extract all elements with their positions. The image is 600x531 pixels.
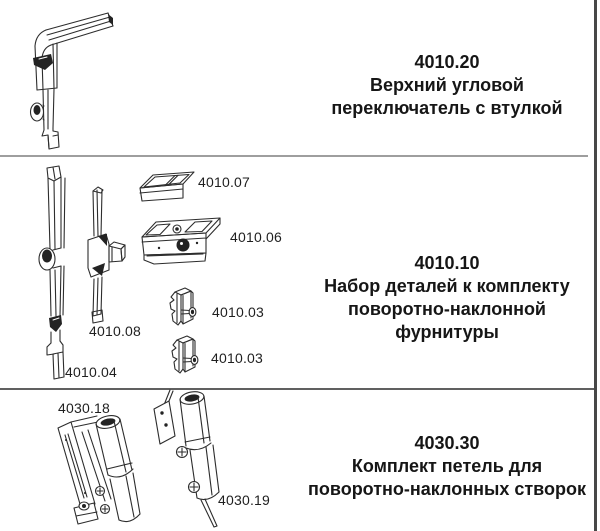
article-title-line: поворотно-наклонной фурнитуры (347, 299, 547, 342)
part-drawing-4010-08 (87, 186, 126, 324)
article-code: 4010.10 (414, 253, 480, 273)
section-divider (0, 388, 594, 390)
part-number-label: 4030.19 (218, 492, 271, 508)
article-title-line: Комплект петель для (351, 456, 543, 476)
article-code: 4010.20 (414, 52, 480, 72)
part-drawing-4010-06 (141, 217, 221, 265)
part-number-label: 4010.03 (211, 350, 264, 366)
article-title-line: Верхний угловой (370, 75, 524, 95)
part-drawing-4030-19 (153, 389, 220, 528)
part-drawing-4010-07 (139, 171, 195, 202)
article-title-line: Набор деталей к комплекту (324, 276, 570, 296)
part-drawing-4010-03 (171, 335, 199, 374)
article-title-line: переключатель с втулкой (331, 98, 563, 118)
article-code: 4030.30 (414, 433, 480, 453)
section-divider (0, 155, 588, 157)
article-title-line: поворотно-наклонных створок (308, 479, 586, 499)
part-drawing-4010-03 (169, 287, 197, 326)
part-number-label: 4010.03 (212, 304, 265, 320)
section-2-description: 4010.10 Набор деталей к комплекту поворо… (297, 252, 597, 344)
part-number-label: 4010.08 (89, 323, 142, 339)
part-drawing-4030-18 (57, 415, 141, 525)
part-number-label: 4030.18 (58, 400, 111, 416)
corner-switch-drawing (29, 12, 114, 150)
part-number-label: 4010.04 (65, 364, 118, 380)
page-right-border (594, 0, 597, 531)
section-3-description: 4030.30 Комплект петель для поворотно-на… (297, 432, 597, 501)
part-drawing-4010-04 (38, 165, 66, 380)
part-number-label: 4010.07 (198, 174, 251, 190)
section-1-description: 4010.20 Верхний угловой переключатель с … (297, 51, 597, 120)
part-number-label: 4010.06 (230, 229, 283, 245)
